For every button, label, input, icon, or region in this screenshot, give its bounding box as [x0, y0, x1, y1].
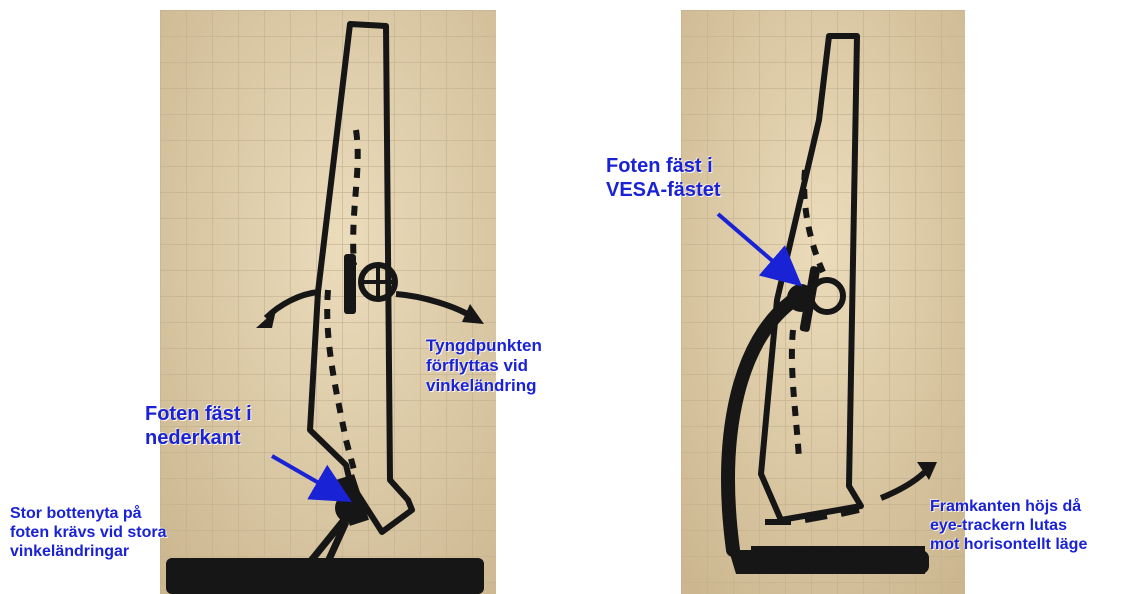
front-edge-label: Framkanten höjs då eye-trackern lutas mo…	[930, 497, 1087, 554]
base-plate	[739, 550, 929, 574]
left-sketch-photo	[160, 10, 496, 594]
vesa-bar	[344, 254, 356, 314]
right-sketch-drawing	[681, 10, 965, 594]
right-sketch-photo	[681, 10, 965, 594]
foot-vesa-label: Foten fäst i VESA-fästet	[606, 154, 720, 202]
left-sketch-drawing	[160, 10, 496, 594]
center-of-gravity-label: Tyngdpunkten förflyttas vid vinkeländrin…	[426, 336, 542, 396]
foot-bottom-label: Foten fäst i nederkant	[145, 402, 252, 450]
foot-hinge-ball	[335, 493, 365, 523]
base-area-label: Stor bottenyta på foten krävs vid stora …	[10, 504, 167, 561]
base-bar	[166, 558, 484, 594]
